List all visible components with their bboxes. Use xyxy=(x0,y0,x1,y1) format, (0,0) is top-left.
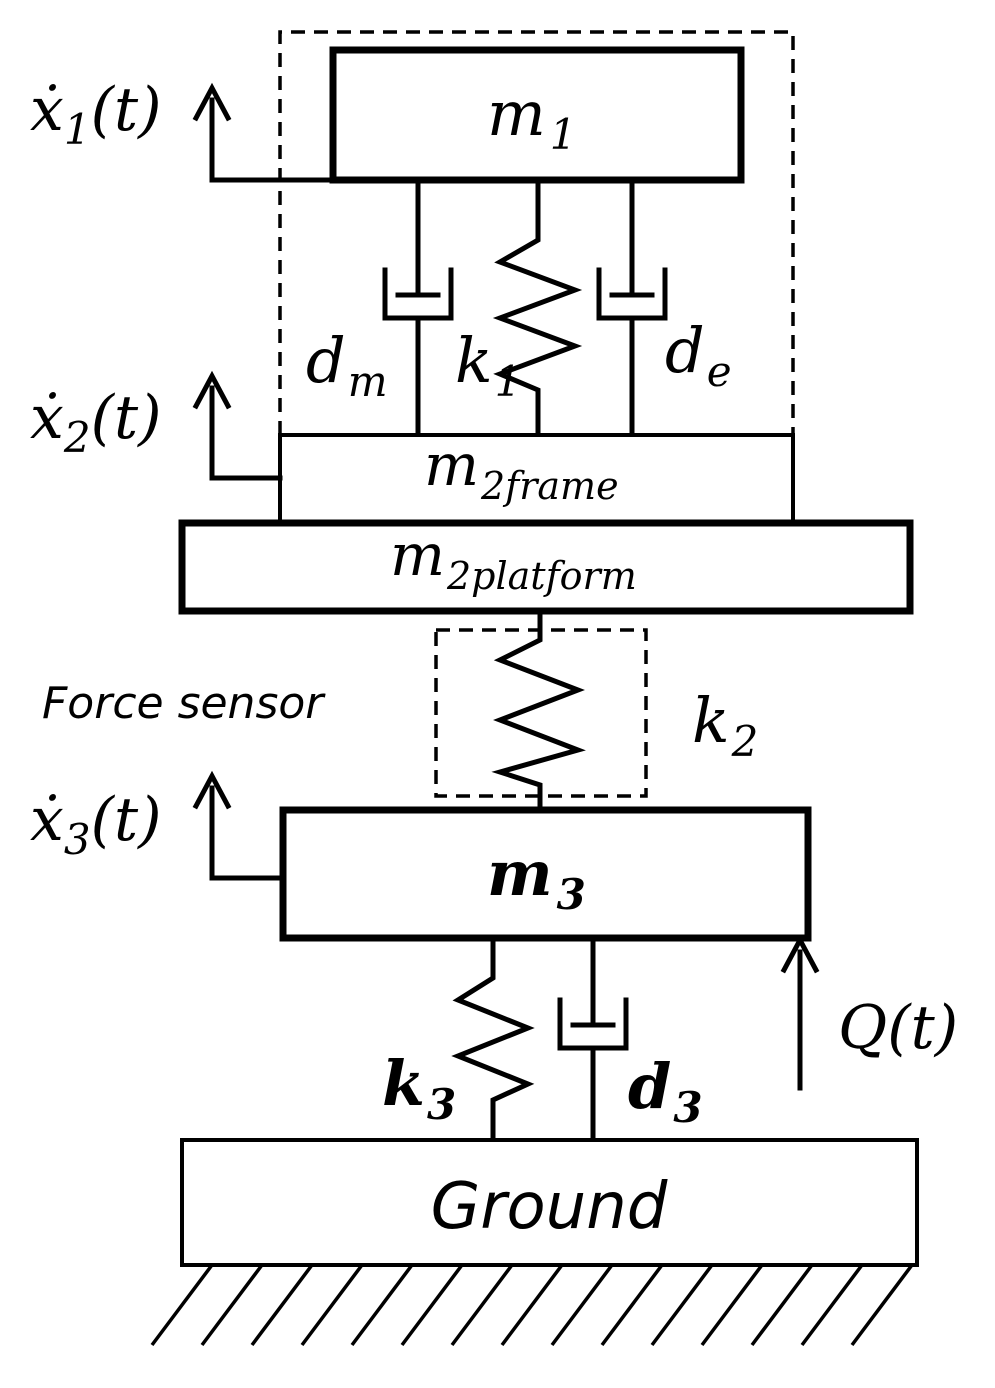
m1-label: m1 xyxy=(487,77,577,159)
x3-velocity-label: ẋ3(t) xyxy=(30,785,162,864)
damper-dm xyxy=(382,177,454,438)
d3-label: d3 xyxy=(628,1050,703,1132)
ground-block xyxy=(180,1138,919,1267)
spring-k1 xyxy=(492,177,583,438)
spring-k3 xyxy=(451,935,535,1143)
force-q-arrow xyxy=(780,934,820,1091)
ground-label: Ground xyxy=(431,1170,668,1244)
k1-label: k1 xyxy=(455,324,521,406)
force-q-label: Q(t) xyxy=(838,993,958,1063)
m2frame-label: m2frame xyxy=(424,431,619,508)
x1-velocity-label: ẋ1(t) xyxy=(30,75,162,154)
m2platform-block xyxy=(178,519,914,615)
m2platform-label: m2platform xyxy=(390,521,637,598)
damper-d3 xyxy=(557,935,629,1143)
dm-label: dm xyxy=(306,324,388,406)
force-sensor-dashed-box xyxy=(434,628,648,798)
ground-hatching xyxy=(150,1263,914,1347)
x2-velocity-label: ẋ2(t) xyxy=(30,383,162,462)
damper-de xyxy=(596,177,668,438)
x1-velocity-arrow xyxy=(192,82,336,183)
m1-subsystem-dashed-enclosure xyxy=(278,30,795,435)
spring-k2 xyxy=(491,608,586,813)
force-sensor-label: Force sensor xyxy=(42,678,326,729)
k2-label: k2 xyxy=(692,684,758,766)
x2-velocity-arrow xyxy=(192,370,283,481)
m3-label: m3 xyxy=(487,837,586,919)
k3-label: k3 xyxy=(382,1047,456,1129)
x3-velocity-arrow xyxy=(192,770,286,881)
m3-block xyxy=(279,806,812,942)
de-label: de xyxy=(665,314,732,396)
